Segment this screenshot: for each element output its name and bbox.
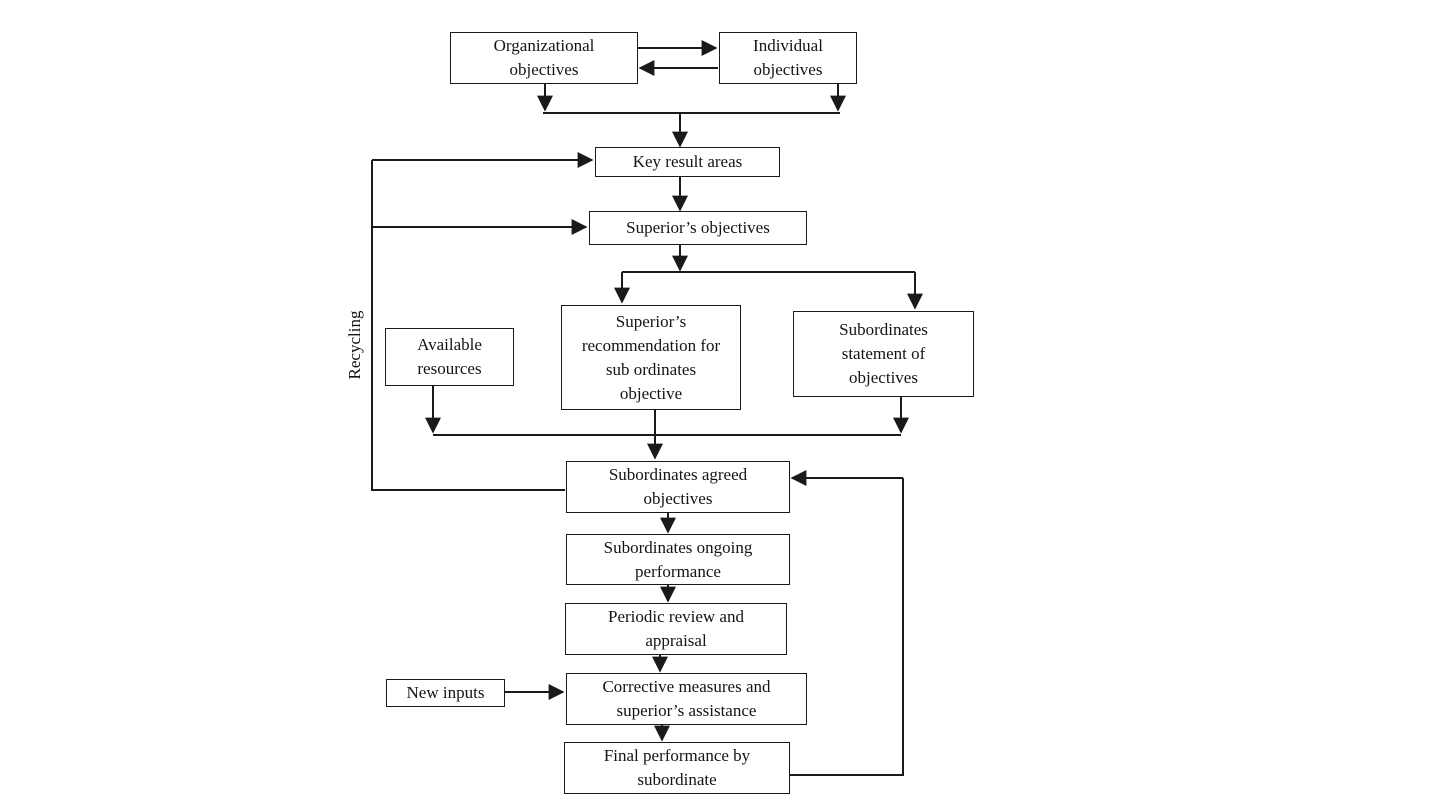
available-resources-box: Available resources	[385, 328, 514, 386]
subordinates-ongoing-box: Subordinates ongoing performance	[566, 534, 790, 585]
subordinates-statement-box: Subordinates statement of objectives	[793, 311, 974, 397]
corrective-measures-box: Corrective measures and superior’s assis…	[566, 673, 807, 725]
new-inputs-box: New inputs	[386, 679, 505, 707]
superiors-objectives-box: Superior’s objectives	[589, 211, 807, 245]
organizational-objectives-box: Organizational objectives	[450, 32, 638, 84]
periodic-review-box: Periodic review and appraisal	[565, 603, 787, 655]
recycling-loop	[371, 160, 565, 491]
new-inputs-label: New inputs	[406, 683, 485, 702]
organizational-objectives-label: Organizational objectives	[493, 36, 595, 79]
recycling-label: Recycling	[345, 310, 364, 380]
subordinates-ongoing-label: Subordinates ongoing performance	[603, 537, 753, 581]
individual-objectives-label: Individual objectives	[753, 36, 823, 79]
periodic-review-label: Periodic review and appraisal	[608, 607, 744, 650]
key-result-areas-box: Key result areas	[595, 147, 780, 177]
superiors-recommendation-label: Superior’s recommendation for sub ordina…	[581, 311, 721, 403]
subordinates-statement-label: Subordinates statement of objectives	[839, 320, 928, 387]
subordinates-agreed-label: Subordinates agreed objectives	[608, 465, 748, 508]
superiors-recommendation-box: Superior’s recommendation for sub ordina…	[561, 305, 741, 410]
key-result-areas-label: Key result areas	[632, 152, 743, 171]
superiors-objectives-label: Superior’s objectives	[626, 218, 770, 237]
available-resources-label: Available resources	[417, 335, 482, 378]
final-performance-box: Final performance by subordinate	[564, 742, 790, 794]
individual-objectives-box: Individual objectives	[719, 32, 857, 84]
final-performance-label: Final performance by subordinate	[603, 746, 751, 789]
corrective-measures-label: Corrective measures and superior’s assis…	[602, 677, 771, 720]
feedback-loop	[790, 478, 904, 776]
subordinates-agreed-box: Subordinates agreed objectives	[566, 461, 790, 513]
